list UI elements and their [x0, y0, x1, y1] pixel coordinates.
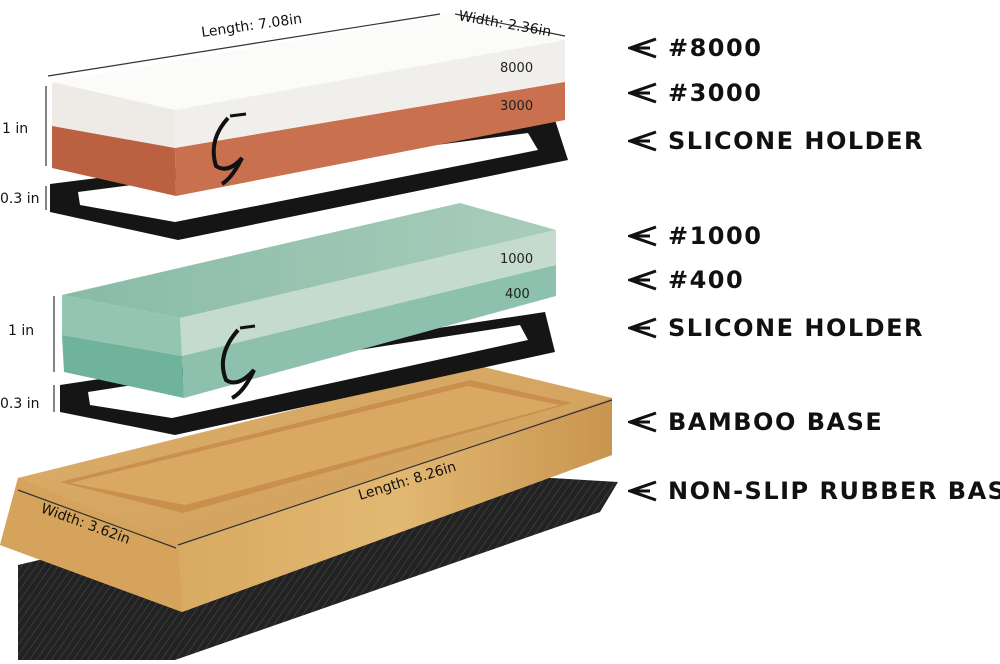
callout-bamboo-base: BAMBOO BASE	[628, 408, 883, 436]
grit-label-1000: 1000	[500, 252, 533, 267]
arrow-left-icon	[628, 130, 657, 152]
callout-label: #3000	[668, 79, 763, 107]
callout-silicone-holder-upper: SLICONE HOLDER	[628, 127, 924, 155]
callout-label: SLICONE HOLDER	[668, 127, 924, 155]
stone-8000-3000	[52, 14, 565, 196]
callout-label: #8000	[668, 34, 763, 62]
arrow-left-icon	[628, 269, 657, 291]
callout-grit-400: #400	[628, 266, 744, 294]
arrow-left-icon	[628, 411, 657, 433]
arrow-left-icon	[628, 37, 657, 59]
grit-label-400: 400	[505, 287, 530, 302]
callout-label: #400	[668, 266, 745, 294]
callout-rubber-base: NON-SLIP RUBBER BASE	[628, 477, 1000, 505]
callout-grit-3000: #3000	[628, 79, 762, 107]
callout-label: NON-SLIP RUBBER BASE	[668, 477, 1000, 505]
bamboo-base	[0, 365, 612, 612]
stone-height-bottom-label: 1 in	[8, 323, 34, 339]
callout-list: #8000 #3000 SLICONE HOLDER #1000 #400 SL…	[628, 0, 1000, 664]
grit-label-8000: 8000	[500, 61, 533, 76]
holder-height-bottom-label: 0.3 in	[0, 396, 39, 412]
holder-height-top-label: 0.3 in	[0, 191, 39, 207]
stone-1000-400	[62, 203, 556, 400]
dimension-lines	[17, 13, 613, 549]
callout-label: SLICONE HOLDER	[668, 314, 924, 342]
callout-label: #1000	[668, 222, 763, 250]
callout-silicone-holder-lower: SLICONE HOLDER	[628, 314, 924, 342]
top-length-label: Length: 7.08in	[200, 11, 303, 41]
silicone-holder-lower	[60, 312, 555, 435]
arrow-left-icon	[628, 317, 657, 339]
rubber-base	[18, 470, 618, 660]
silicone-holder-upper	[50, 120, 568, 240]
callout-grit-8000: #8000	[628, 34, 762, 62]
arrow-left-icon	[628, 225, 657, 247]
stone-height-top-label: 1 in	[2, 121, 28, 137]
callout-label: BAMBOO BASE	[668, 408, 884, 436]
arrow-left-icon	[628, 82, 657, 104]
callout-grit-1000: #1000	[628, 222, 762, 250]
grit-label-3000: 3000	[500, 99, 533, 114]
arrow-left-icon	[628, 480, 657, 502]
